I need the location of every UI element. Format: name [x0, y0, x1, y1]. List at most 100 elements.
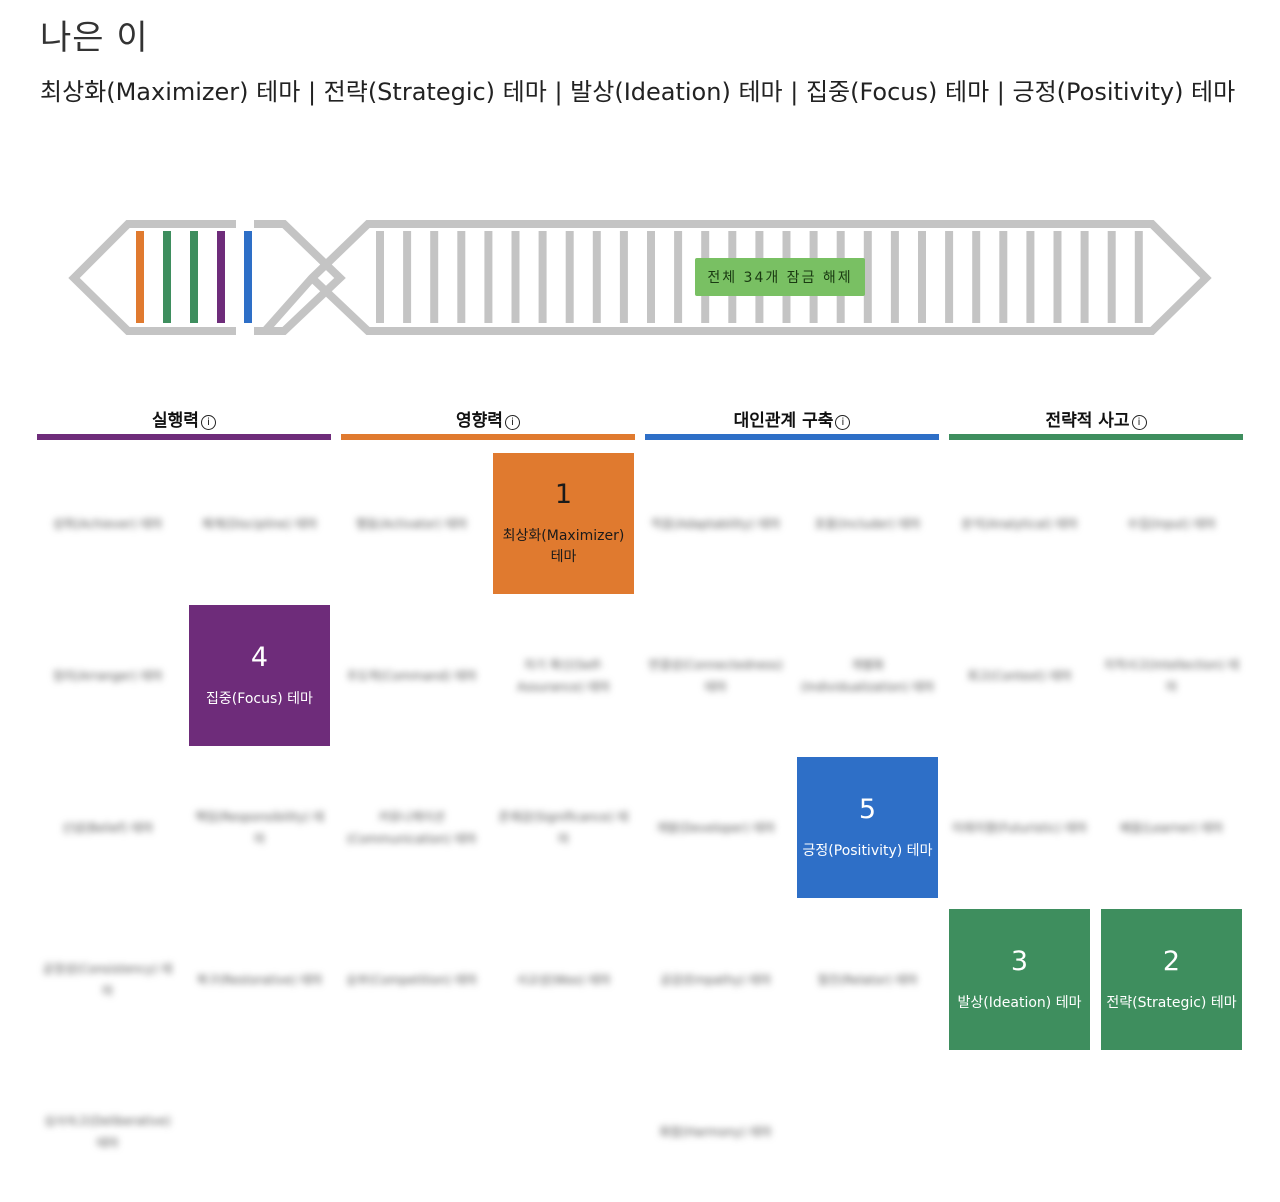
dna-locked-strand — [1053, 231, 1062, 323]
theme-label: 절친(Relator) 테마 — [817, 972, 918, 987]
page-title: 나은 이 — [40, 18, 149, 58]
theme-label: 분석(Analytical) 테마 — [961, 516, 1078, 531]
theme-label: 개별화(Individualization) 테마 — [800, 657, 935, 694]
info-icon[interactable]: i — [200, 415, 216, 430]
theme-label: 공감(Empathy) 테마 — [660, 972, 771, 987]
theme-label: 화합(Harmony) 테마 — [659, 1124, 772, 1139]
locked-theme-tile: 행동(Activator) 테마 — [341, 453, 482, 594]
theme-rank: 1 — [554, 479, 573, 510]
dna-locked-strand — [592, 231, 601, 323]
domain-label: 대인관계 구축 — [733, 411, 834, 431]
locked-theme-tile: 연결성(Connectedness) 테마 — [645, 605, 786, 746]
locked-theme-tile: 정리(Arranger) 테마 — [37, 605, 178, 746]
locked-theme-tile: 자기 확신(Self-Assurance) 테마 — [493, 605, 634, 746]
theme-label: 긍정(Positivity) 테마 — [802, 842, 933, 859]
dna-top5-strand — [217, 231, 225, 323]
theme-label: 적응(Adaptability) 테마 — [650, 516, 781, 531]
theme-label: 행동(Activator) 테마 — [355, 516, 468, 531]
dna-top5-strand — [163, 231, 171, 323]
theme-label: 존재감(Significance) 테마 — [498, 809, 629, 846]
dna-locked-strand — [1026, 231, 1035, 323]
dna-locked-strand — [890, 231, 899, 323]
dna-locked-strand — [999, 231, 1008, 323]
locked-theme-tile: 체계(Discipline) 테마 — [189, 453, 330, 594]
dna-locked-strand — [674, 231, 683, 323]
dna-locked-strand — [619, 231, 628, 323]
dna-locked-strand — [511, 231, 520, 323]
dna-cross-left — [254, 220, 346, 335]
domain-label: 전략적 사고 — [1045, 411, 1130, 431]
dna-locked-strand — [538, 231, 547, 323]
dna-locked-strand — [1080, 231, 1089, 323]
locked-theme-tile: 공정성(Consistency) 테마 — [37, 909, 178, 1050]
theme-label: 발상(Ideation) 테마 — [957, 994, 1082, 1011]
locked-theme-tile: 책임(Responsibility) 테마 — [189, 757, 330, 898]
dna-top5-strand — [244, 231, 252, 323]
unlock-all-34-button[interactable]: 전체 34개 잠금 해제 — [695, 258, 865, 296]
dna-locked-strand — [647, 231, 655, 323]
dna-strand — [68, 220, 1212, 335]
locked-theme-tile: 커뮤니케이션(Communication) 테마 — [341, 757, 482, 898]
theme-label: 회고(Context) 테마 — [967, 668, 1072, 683]
info-icon[interactable]: i — [835, 415, 851, 430]
theme-label: 주도력(Command) 테마 — [346, 668, 477, 683]
dna-locked-strand — [484, 231, 493, 323]
locked-theme-tile: 화합(Harmony) 테마 — [645, 1061, 786, 1202]
theme-label: 공정성(Consistency) 테마 — [42, 961, 173, 998]
locked-theme-tile: 절친(Relator) 테마 — [797, 909, 938, 1050]
dna-locked-strand — [565, 231, 574, 323]
theme-label: 체계(Discipline) 테마 — [201, 516, 318, 531]
locked-theme-tile: 성취(Achiever) 테마 — [37, 453, 178, 594]
theme-label: 미래지향(Futuristic) 테마 — [952, 820, 1087, 835]
domain-label: 실행력 — [152, 411, 199, 431]
domain-color-bar — [37, 434, 331, 440]
locked-theme-tile: 신념(Belief) 테마 — [37, 757, 178, 898]
theme-label: 성취(Achiever) 테마 — [52, 516, 163, 531]
theme-label: 심사숙고(Deliberative) 테마 — [44, 1113, 171, 1150]
info-icon[interactable]: i — [1131, 415, 1147, 430]
dna-top5-strand — [190, 231, 198, 323]
dna-locked-strand — [863, 231, 872, 323]
dna-locked-strand — [972, 231, 981, 323]
domain-color-bar — [341, 434, 635, 440]
locked-theme-tile: 사교성(Woo) 테마 — [493, 909, 634, 1050]
theme-label: 정리(Arranger) 테마 — [52, 668, 163, 683]
theme-label: 지적사고(Intellection) 테마 — [1103, 657, 1240, 694]
locked-theme-tile: 수집(Input) 테마 — [1101, 453, 1242, 594]
info-icon[interactable]: i — [504, 415, 520, 430]
locked-theme-tile: 존재감(Significance) 테마 — [493, 757, 634, 898]
domain-color-bar — [949, 434, 1243, 440]
locked-theme-tile: 개별화(Individualization) 테마 — [797, 605, 938, 746]
locked-theme-tile: 공감(Empathy) 테마 — [645, 909, 786, 1050]
theme-rank: 2 — [1162, 945, 1181, 977]
top-theme-tile[interactable]: 4 집중(Focus) 테마 — [189, 605, 330, 746]
locked-theme-tile: 미래지향(Futuristic) 테마 — [949, 757, 1090, 898]
theme-rank: 5 — [858, 793, 877, 825]
theme-label: 책임(Responsibility) 테마 — [194, 809, 325, 846]
theme-rank: 4 — [250, 641, 269, 673]
theme-label: 커뮤니케이션(Communication) 테마 — [346, 809, 477, 846]
locked-theme-tile: 지적사고(Intellection) 테마 — [1101, 605, 1242, 746]
theme-label: 연결성(Connectedness) 테마 — [648, 657, 783, 694]
top-theme-tile[interactable]: 1 최상화(Maximizer) 테마 — [493, 453, 634, 594]
dna-locked-strand — [1107, 231, 1116, 323]
top5-summary: 최상화(Maximizer) 테마 | 전략(Strategic) 테마 | 발… — [40, 78, 1236, 106]
locked-theme-tile: 복구(Restorative) 테마 — [189, 909, 330, 1050]
theme-label: 배움(Learner) 테마 — [1119, 820, 1224, 835]
dna-locked-strand — [1134, 231, 1143, 323]
theme-label: 최상화(Maximizer) 테마 — [502, 528, 625, 565]
domain-label: 영향력 — [456, 411, 503, 431]
theme-label: 집중(Focus) 테마 — [206, 690, 313, 707]
top-theme-tile[interactable]: 5 긍정(Positivity) 테마 — [797, 757, 938, 898]
theme-label: 사교성(Woo) 테마 — [516, 972, 611, 987]
locked-theme-tile: 포용(Includer) 테마 — [797, 453, 938, 594]
